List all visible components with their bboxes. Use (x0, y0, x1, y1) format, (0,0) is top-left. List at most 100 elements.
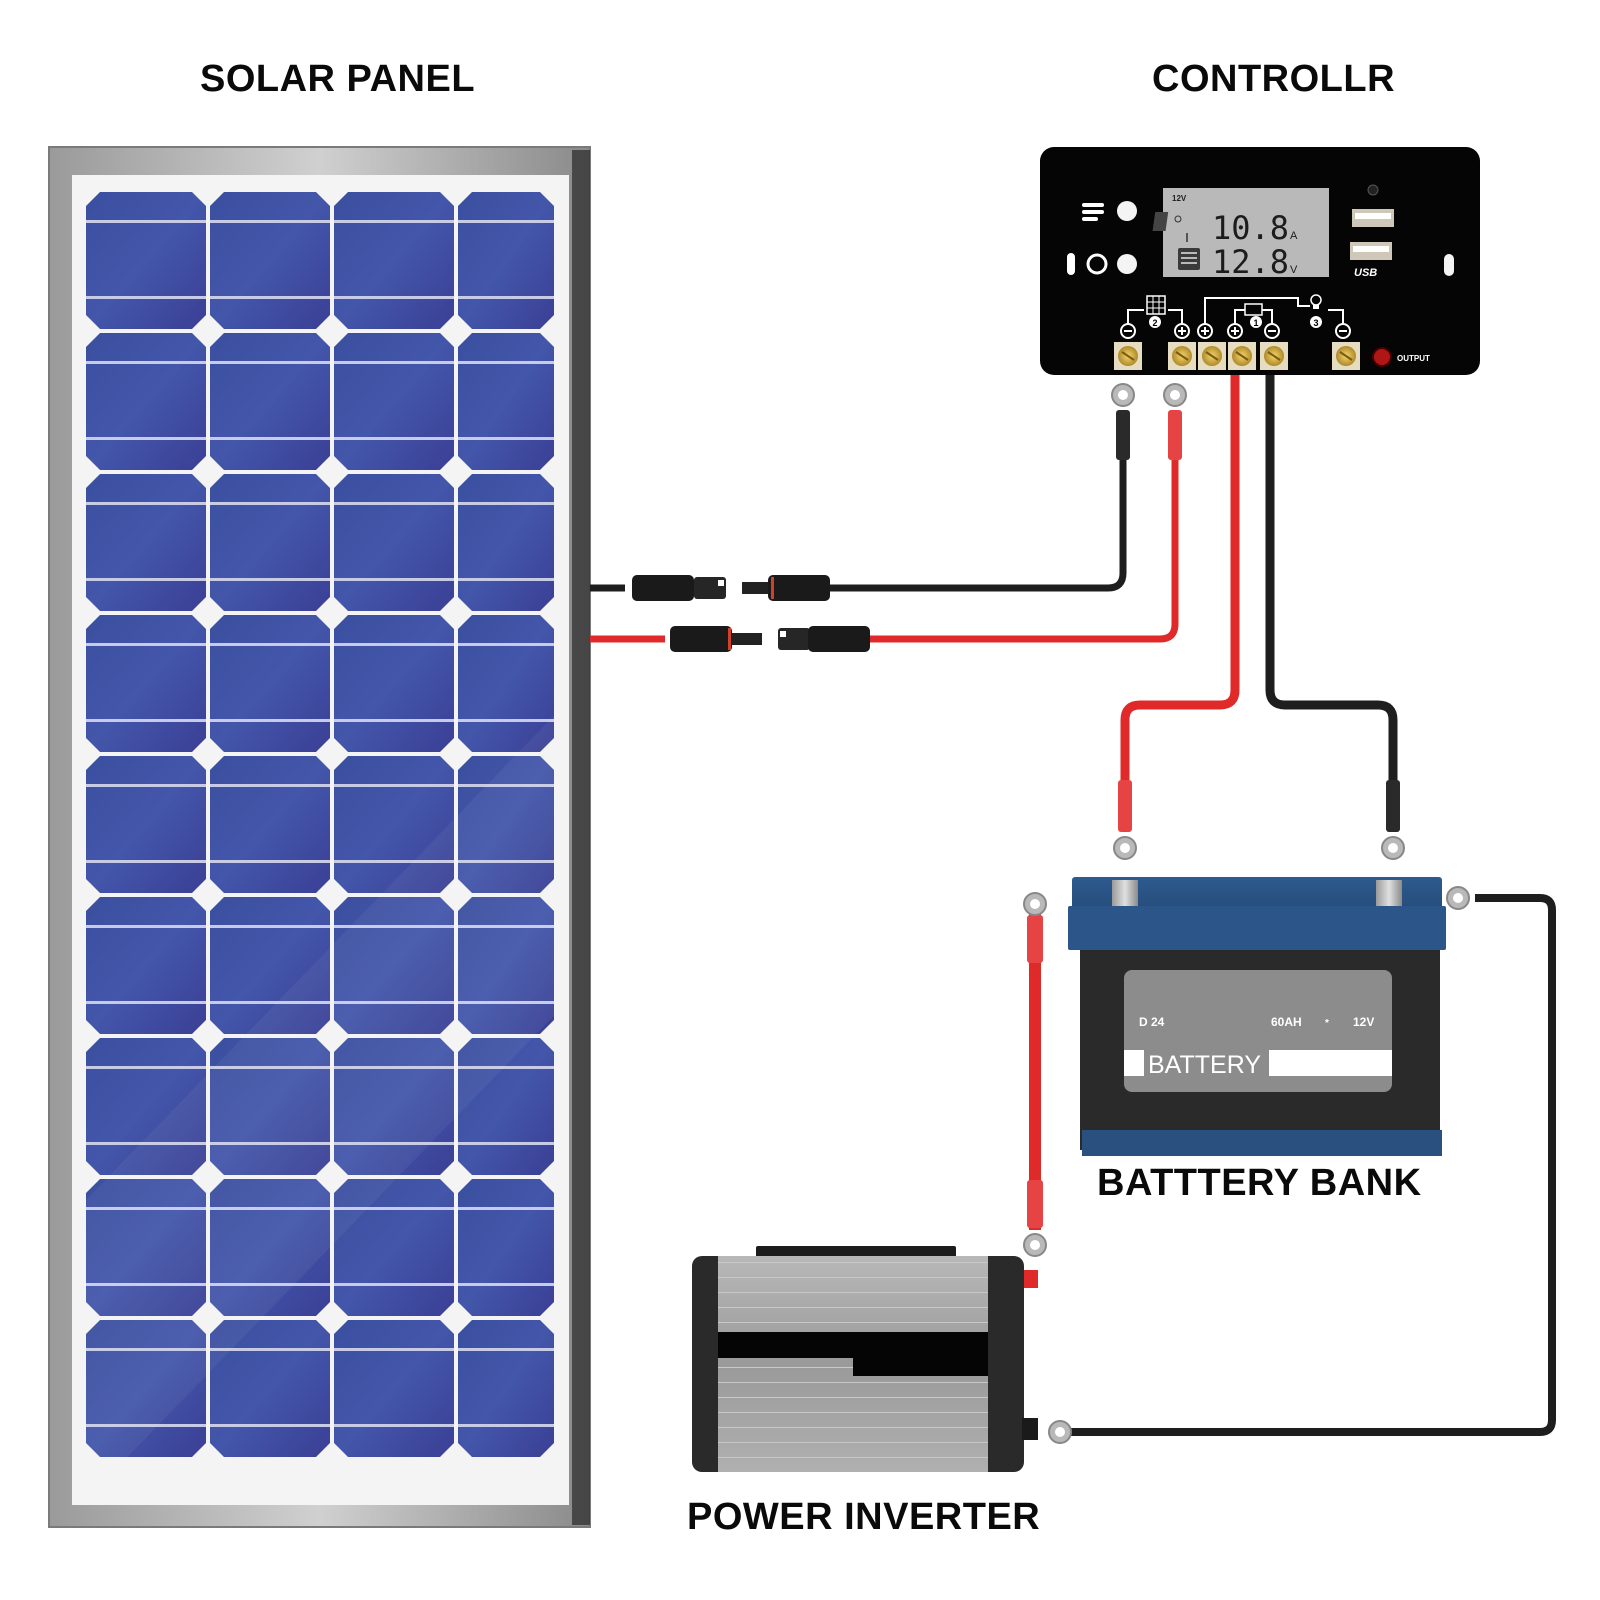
battery-positive-post (1112, 880, 1138, 906)
solar-cell (86, 615, 206, 752)
terminal-solar-icon (1146, 295, 1166, 315)
bus-bar (86, 1142, 206, 1145)
panel-edge-shadow (572, 150, 590, 1525)
solar-cell (210, 333, 330, 470)
bus-bar (458, 1283, 554, 1286)
fin-line (718, 1307, 988, 1308)
terminal-battery-icon (1244, 303, 1263, 316)
fin-line (718, 1397, 988, 1398)
bus-bar (334, 784, 454, 787)
fin-line (718, 1412, 988, 1413)
solar-cell (86, 756, 206, 893)
bus-bar (210, 1348, 330, 1351)
bus-bar (334, 719, 454, 722)
power-inverter-label: POWER INVERTER (687, 1496, 1041, 1538)
solar-cell (210, 1179, 330, 1316)
solar-cell (334, 1320, 454, 1457)
bus-bar (210, 925, 330, 928)
plus-icon (1227, 323, 1243, 339)
bus-bar (86, 643, 206, 646)
solar-cell (334, 897, 454, 1034)
minus-icon (1335, 323, 1351, 339)
battery-model: D 24 (1139, 1015, 1165, 1029)
battery-voltage: 12V (1353, 1015, 1374, 1029)
menu-button[interactable] (1082, 201, 1137, 221)
bus-bar (334, 860, 454, 863)
bus-bar (458, 643, 554, 646)
fin-line (718, 1262, 988, 1263)
solar-cell (458, 1038, 554, 1175)
solar-cell (86, 1320, 206, 1457)
bus-bar (210, 719, 330, 722)
solar-cell (458, 1320, 554, 1457)
bus-bar (458, 784, 554, 787)
controller-label: CONTROLLR (1152, 58, 1396, 100)
battery-negative-post (1376, 880, 1402, 906)
ring-terminal-pv-positive (1163, 383, 1187, 460)
fin-line (718, 1427, 988, 1428)
bus-bar (210, 1066, 330, 1069)
solar-cell (86, 897, 206, 1034)
inverter-negative-terminal (1022, 1418, 1038, 1440)
fin-line (718, 1322, 988, 1323)
battery-separator: * (1325, 1018, 1329, 1029)
solar-cell (86, 192, 206, 329)
cycle-button[interactable] (1067, 253, 1137, 275)
bus-bar (86, 1066, 206, 1069)
output-label: OUTPUT (1397, 354, 1430, 363)
terminal-group-number: 3 (1313, 318, 1318, 328)
bus-bar (86, 784, 206, 787)
bus-bar (210, 1142, 330, 1145)
bus-bar (458, 578, 554, 581)
bus-bar (210, 1207, 330, 1210)
battery-bank-label: BATTTERY BANK (1097, 1162, 1422, 1204)
solar-cell (458, 474, 554, 611)
inverter-stripe-step (853, 1358, 988, 1376)
solar-cell (334, 756, 454, 893)
bus-bar (86, 1283, 206, 1286)
cable-sleeve (1027, 915, 1043, 963)
bus-bar (334, 502, 454, 505)
solar-cell (86, 474, 206, 611)
usb-port-1[interactable] (1352, 209, 1394, 227)
lcd-system-voltage: 12V (1172, 194, 1187, 203)
bus-bar (86, 719, 206, 722)
solar-cell (210, 897, 330, 1034)
label-stripe (1124, 1050, 1144, 1076)
terminal-legend-lines (1127, 297, 1344, 325)
bus-bar (334, 220, 454, 223)
battery-negative-cable (1265, 375, 1398, 830)
charge-controller: 12V 10.8 A 12.8 V USB (1040, 147, 1480, 375)
bus-bar (86, 860, 206, 863)
solar-panel-label: SOLAR PANEL (200, 58, 476, 100)
bus-bar (334, 361, 454, 364)
bus-bar (458, 1424, 554, 1427)
panel-glare (86, 700, 569, 1500)
battery-lid-rim (1068, 906, 1446, 950)
bus-bar (210, 437, 330, 440)
bus-bar (86, 1348, 206, 1351)
minus-icon (1264, 323, 1280, 339)
usb-label: USB (1354, 267, 1377, 279)
pv-wiring (590, 383, 1187, 652)
battery: D 24 60AH * 12V BATTERY (1068, 877, 1446, 1156)
mounting-slot (1444, 254, 1454, 276)
bus-bar (86, 220, 206, 223)
solar-cell (210, 615, 330, 752)
bus-bar (86, 578, 206, 581)
bus-bar (210, 361, 330, 364)
solar-cell (334, 1038, 454, 1175)
solar-cell (210, 1320, 330, 1457)
bus-bar (334, 578, 454, 581)
battery-positive-cable (1120, 375, 1240, 830)
plus-icon (1197, 323, 1213, 339)
bus-bar (210, 643, 330, 646)
usb-port-2[interactable] (1350, 242, 1392, 260)
output-led (1372, 347, 1392, 367)
terminal-group-number: 1 (1253, 318, 1258, 328)
bus-bar (210, 578, 330, 581)
mc4-connector-male-negative (742, 575, 830, 601)
bus-bar (334, 1348, 454, 1351)
